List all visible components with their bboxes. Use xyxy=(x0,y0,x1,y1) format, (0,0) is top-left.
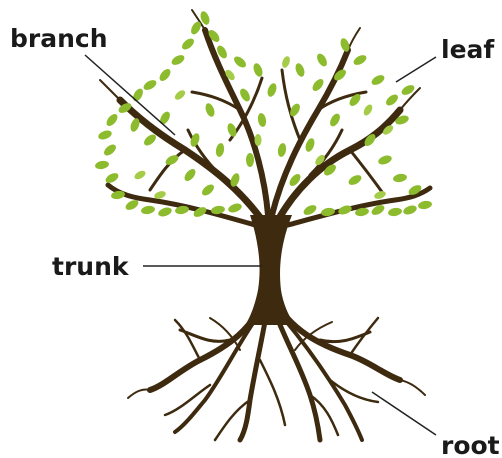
root-label: root xyxy=(441,433,500,458)
trunk-shape xyxy=(245,215,295,325)
leaf-leader-line xyxy=(396,57,436,82)
trunk-label: trunk xyxy=(52,254,129,279)
leaf-label: leaf xyxy=(441,37,494,62)
branch-leader-line xyxy=(85,55,175,135)
branch-label: branch xyxy=(10,26,108,51)
root-leader-line xyxy=(372,392,436,435)
